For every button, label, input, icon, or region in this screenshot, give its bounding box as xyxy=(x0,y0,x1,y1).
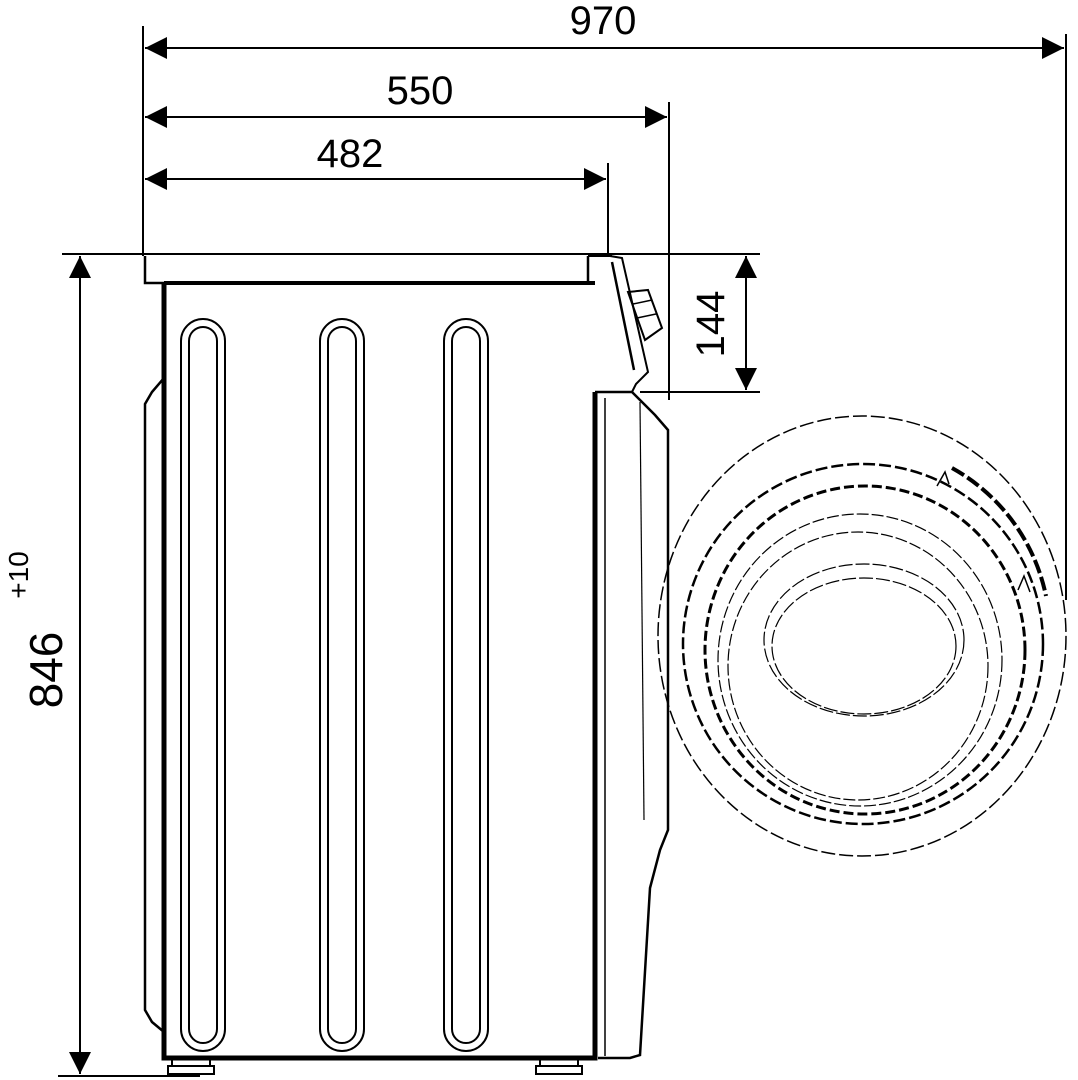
extension-lines xyxy=(58,26,1067,1077)
washer-body xyxy=(143,255,670,1075)
side-ribs xyxy=(180,318,489,1052)
dim-970-label: 970 xyxy=(570,0,637,43)
dim-846-tolerance: +10 xyxy=(3,551,34,599)
dimension-labels: 970 550 482 144 846 +10 xyxy=(3,0,733,708)
dim-550-label: 550 xyxy=(387,69,454,113)
dim-144-label: 144 xyxy=(689,291,733,358)
dim-482-label: 482 xyxy=(317,132,384,176)
dim-846-label: 846 xyxy=(20,632,72,709)
door-open-outline xyxy=(657,415,1067,857)
dimension-lines xyxy=(69,37,1064,1074)
